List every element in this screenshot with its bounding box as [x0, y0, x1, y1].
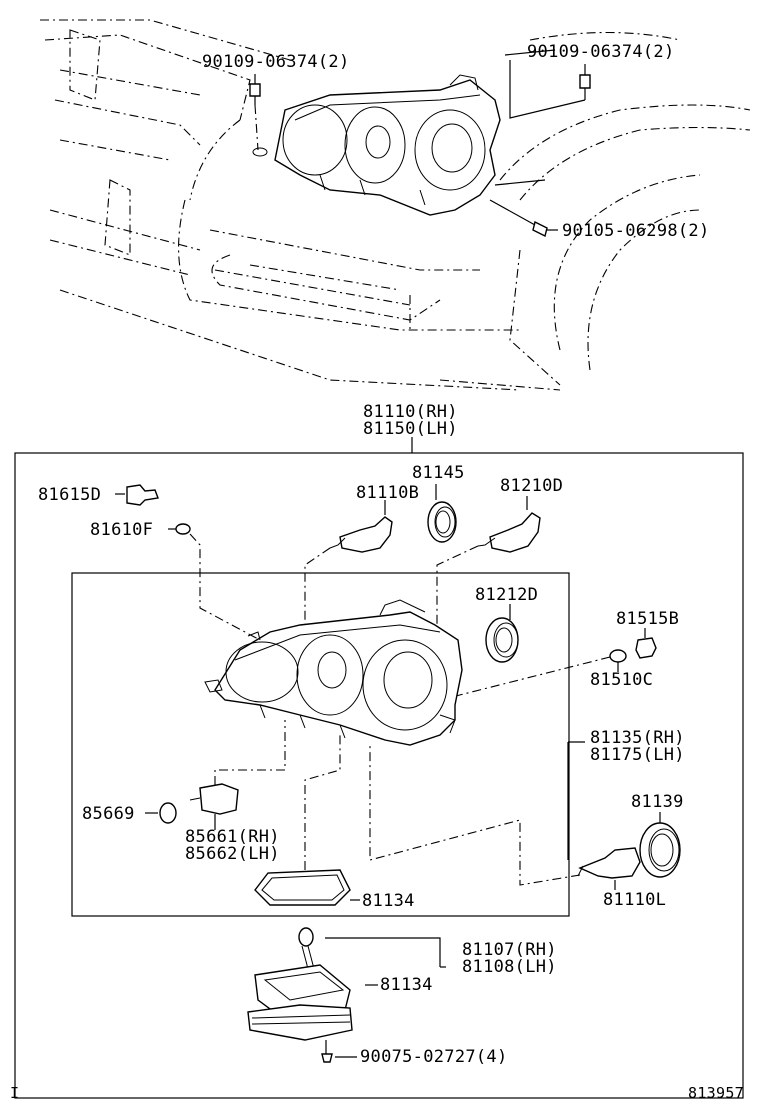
- label-81615d[interactable]: 81615D: [38, 485, 102, 505]
- housing-box: [71, 572, 570, 917]
- bulb-81110b-drawing: [304, 500, 393, 640]
- igniter-85661-drawing: [189, 720, 286, 830]
- label-bolt-side[interactable]: 90105-06298(2): [562, 221, 710, 241]
- label-bolt-top-right[interactable]: 90109-06374(2): [527, 42, 675, 62]
- ring-81145-drawing: [427, 484, 457, 543]
- bolt-top-right-drawing: [504, 49, 591, 119]
- label-81610f[interactable]: 81610F: [90, 520, 154, 540]
- label-igniter-lh[interactable]: 85662(LH): [185, 844, 280, 864]
- gasket-inner-drawing: [254, 735, 360, 906]
- vehicle-outline: [40, 19, 751, 391]
- label-computer-lh[interactable]: 81108(LH): [462, 957, 557, 977]
- assembly-box: [14, 452, 744, 1099]
- label-computer-rh[interactable]: 81107(RH): [462, 940, 557, 960]
- label-housing-rh[interactable]: 81135(RH): [590, 728, 685, 748]
- bulb-81510c-drawing: [439, 649, 627, 701]
- label-81110l[interactable]: 81110L: [603, 890, 667, 910]
- bolt-side-drawing: [489, 179, 558, 238]
- computer-81107-drawing: [247, 927, 446, 1063]
- bulb-81610f-drawing: [168, 523, 261, 641]
- label-assembly-lh[interactable]: 81150(LH): [363, 419, 458, 439]
- bulb-81210d-drawing: [436, 496, 541, 625]
- housing-bracket: [567, 741, 585, 860]
- label-85669[interactable]: 85669: [82, 804, 135, 824]
- socket-81615d-drawing: [115, 484, 159, 506]
- diagram-id: 813957: [688, 1084, 744, 1102]
- label-gasket-inner[interactable]: 81134: [362, 891, 415, 911]
- label-housing-lh[interactable]: 81175(LH): [590, 745, 685, 765]
- label-81145[interactable]: 81145: [412, 463, 465, 483]
- label-bolt-top-left[interactable]: 90109-06374(2): [202, 52, 350, 72]
- oring-85669-drawing: [145, 802, 177, 824]
- installed-headlamp: [274, 74, 501, 216]
- bolt-top-left-drawing: [249, 74, 268, 157]
- label-81210d[interactable]: 81210D: [500, 476, 564, 496]
- label-81139[interactable]: 81139: [631, 792, 684, 812]
- ring-81212d-drawing: [485, 604, 519, 663]
- label-81515b[interactable]: 81515B: [616, 609, 680, 629]
- label-81212d[interactable]: 81212D: [475, 585, 539, 605]
- label-igniter-rh[interactable]: 85661(RH): [185, 827, 280, 847]
- socket-81515b-drawing: [635, 628, 657, 659]
- label-81110b[interactable]: 81110B: [356, 483, 420, 503]
- label-screw-bottom[interactable]: 90075-02727(4): [360, 1047, 508, 1067]
- label-81510c[interactable]: 81510C: [590, 670, 654, 690]
- corner-mark: I: [10, 1084, 20, 1102]
- headlamp-housing-drawing: [204, 599, 463, 746]
- ring-81139-drawing: [639, 812, 681, 878]
- label-gasket-outer[interactable]: 81134: [380, 975, 433, 995]
- bulb-81110l-drawing: [369, 745, 641, 890]
- label-assembly-rh[interactable]: 81110(RH): [363, 402, 458, 422]
